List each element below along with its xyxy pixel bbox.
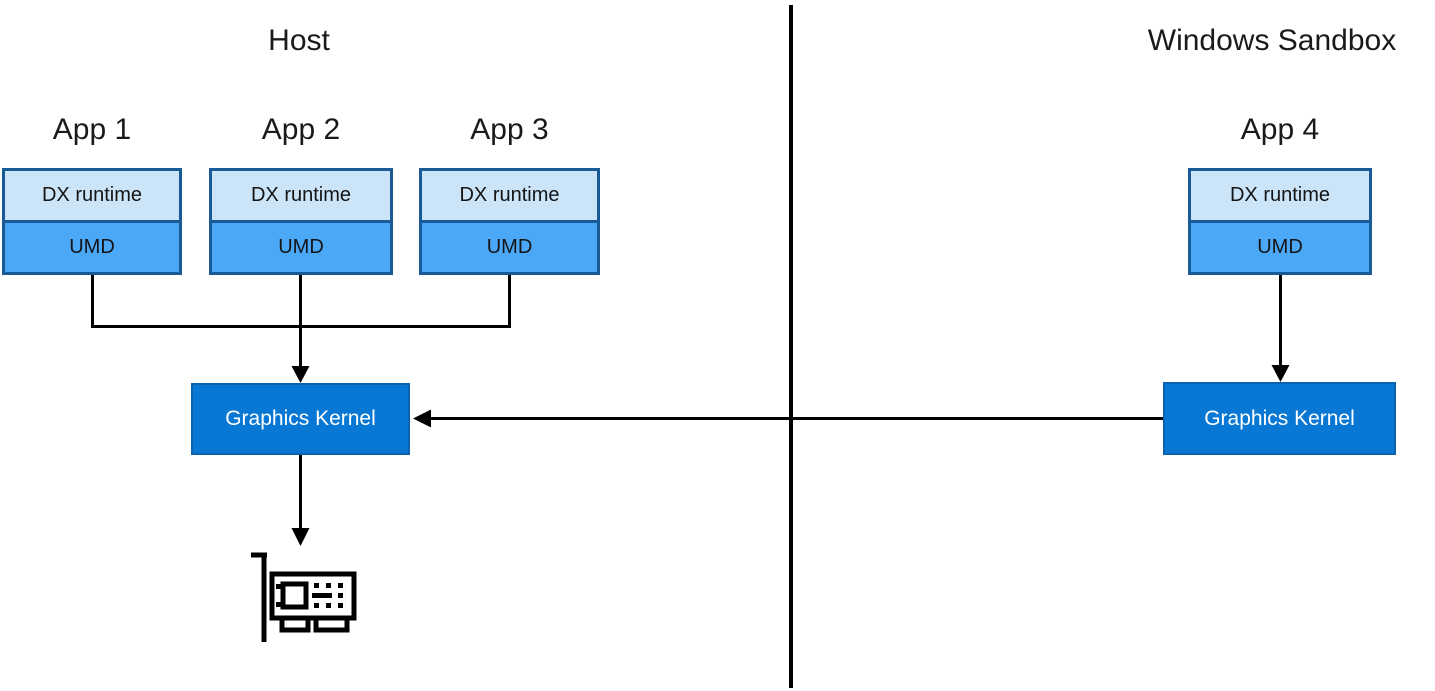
app-4-title: App 4 bbox=[1240, 113, 1320, 146]
app-2-dx-runtime-layer: DX runtime bbox=[212, 171, 390, 220]
app-1-umd-layer: UMD bbox=[5, 220, 179, 272]
arrowhead-into-sandbox-kernel bbox=[1271, 365, 1290, 382]
app-1-title: App 1 bbox=[52, 113, 132, 146]
host-graphics-kernel-box: Graphics Kernel bbox=[191, 383, 410, 455]
arrowhead-into-host-kernel-top bbox=[291, 366, 310, 383]
gpu-connector-tab bbox=[313, 615, 350, 633]
gpu-dot bbox=[326, 603, 331, 608]
gpu-connector-tab bbox=[279, 615, 311, 633]
app-2-box: DX runtime UMD bbox=[209, 168, 393, 275]
app-1: App 1 DX runtime UMD bbox=[2, 110, 182, 275]
arrowhead-into-gpu bbox=[291, 528, 310, 546]
arrowhead-into-host-kernel-right bbox=[413, 409, 431, 428]
app-4-box: DX runtime UMD bbox=[1188, 168, 1372, 275]
sandbox-graphics-kernel-box: Graphics Kernel bbox=[1163, 382, 1396, 455]
app-2: App 2 DX runtime UMD bbox=[209, 110, 393, 275]
app-1-dx-runtime-layer: DX runtime bbox=[5, 171, 179, 220]
gpu-dot bbox=[314, 583, 319, 588]
gpu-chip bbox=[280, 581, 309, 610]
gpu-dot bbox=[314, 603, 319, 608]
app-4-dx-runtime-layer: DX runtime bbox=[1191, 171, 1369, 220]
app-4-umd-layer: UMD bbox=[1191, 220, 1369, 272]
gpu-dot bbox=[338, 603, 343, 608]
app-4: App 4 DX runtime UMD bbox=[1188, 110, 1372, 275]
gpu-dot bbox=[338, 583, 343, 588]
app-2-title: App 2 bbox=[261, 113, 341, 146]
gpu-dot bbox=[276, 602, 281, 607]
app-1-box: DX runtime UMD bbox=[2, 168, 182, 275]
gpu-bar bbox=[312, 593, 332, 598]
app-3-dx-runtime-layer: DX runtime bbox=[422, 171, 597, 220]
gpu-card-body bbox=[269, 571, 357, 621]
gpu-dot bbox=[326, 583, 331, 588]
gpu-dot bbox=[276, 584, 281, 589]
app-2-umd-layer: UMD bbox=[212, 220, 390, 272]
gpu-dot bbox=[338, 593, 343, 598]
app-3-title: App 3 bbox=[470, 113, 549, 146]
sandbox-section-title: Windows Sandbox bbox=[1147, 24, 1397, 57]
app-3-box: DX runtime UMD bbox=[419, 168, 600, 275]
connector-apps-merge bbox=[91, 275, 511, 328]
app-3: App 3 DX runtime UMD bbox=[419, 110, 600, 275]
host-section-title: Host bbox=[268, 24, 330, 57]
gpu-card-icon bbox=[251, 552, 357, 642]
app-3-umd-layer: UMD bbox=[422, 220, 597, 272]
